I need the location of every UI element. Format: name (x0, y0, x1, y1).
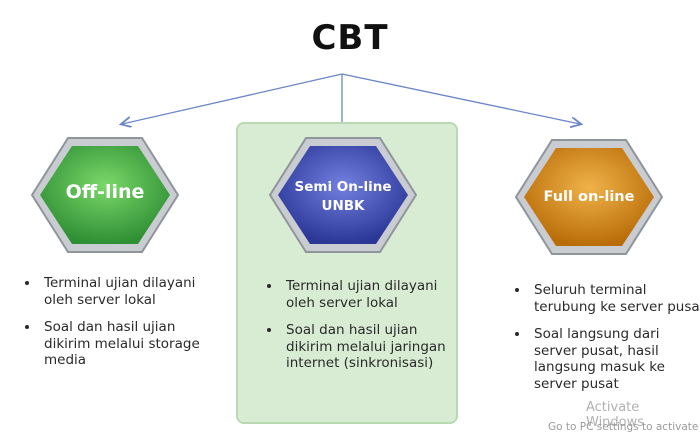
watermark-line1: Activate Windows (586, 400, 645, 430)
semionline-bullets: Terminal ujian dilayani oleh server loka… (256, 278, 462, 383)
fullonline-label: Full on-line (543, 189, 635, 205)
offline-label: Off-line (65, 181, 145, 203)
arrow-to-offline (122, 73, 343, 124)
semionline-hexagon (268, 137, 418, 253)
list-item: Terminal ujian dilayani oleh server loka… (282, 278, 462, 311)
list-item: Soal dan hasil ujian dikirim melalui jar… (282, 322, 462, 372)
list-item: Soal langsung dari server pusat, hasil l… (530, 326, 700, 392)
fullonline-bullets: Seluruh terminal terubung ke server pusa… (504, 282, 700, 403)
list-item: Terminal ujian dilayani oleh server loka… (40, 275, 220, 308)
offline-bullets: Terminal ujian dilayani oleh server loka… (14, 275, 220, 380)
diagram-title: CBT (311, 18, 389, 58)
list-item: Seluruh terminal terubung ke server pusa… (530, 282, 700, 315)
semionline-label: Semi On-line UNBK (294, 179, 392, 214)
watermark-line2: Go to PC settings to activate (548, 421, 699, 433)
arrow-to-fullonline (341, 73, 580, 124)
offline-hexagon (30, 137, 180, 253)
list-item: Soal dan hasil ujian dikirim melalui sto… (40, 319, 220, 369)
fullonline-hexagon (514, 139, 664, 255)
